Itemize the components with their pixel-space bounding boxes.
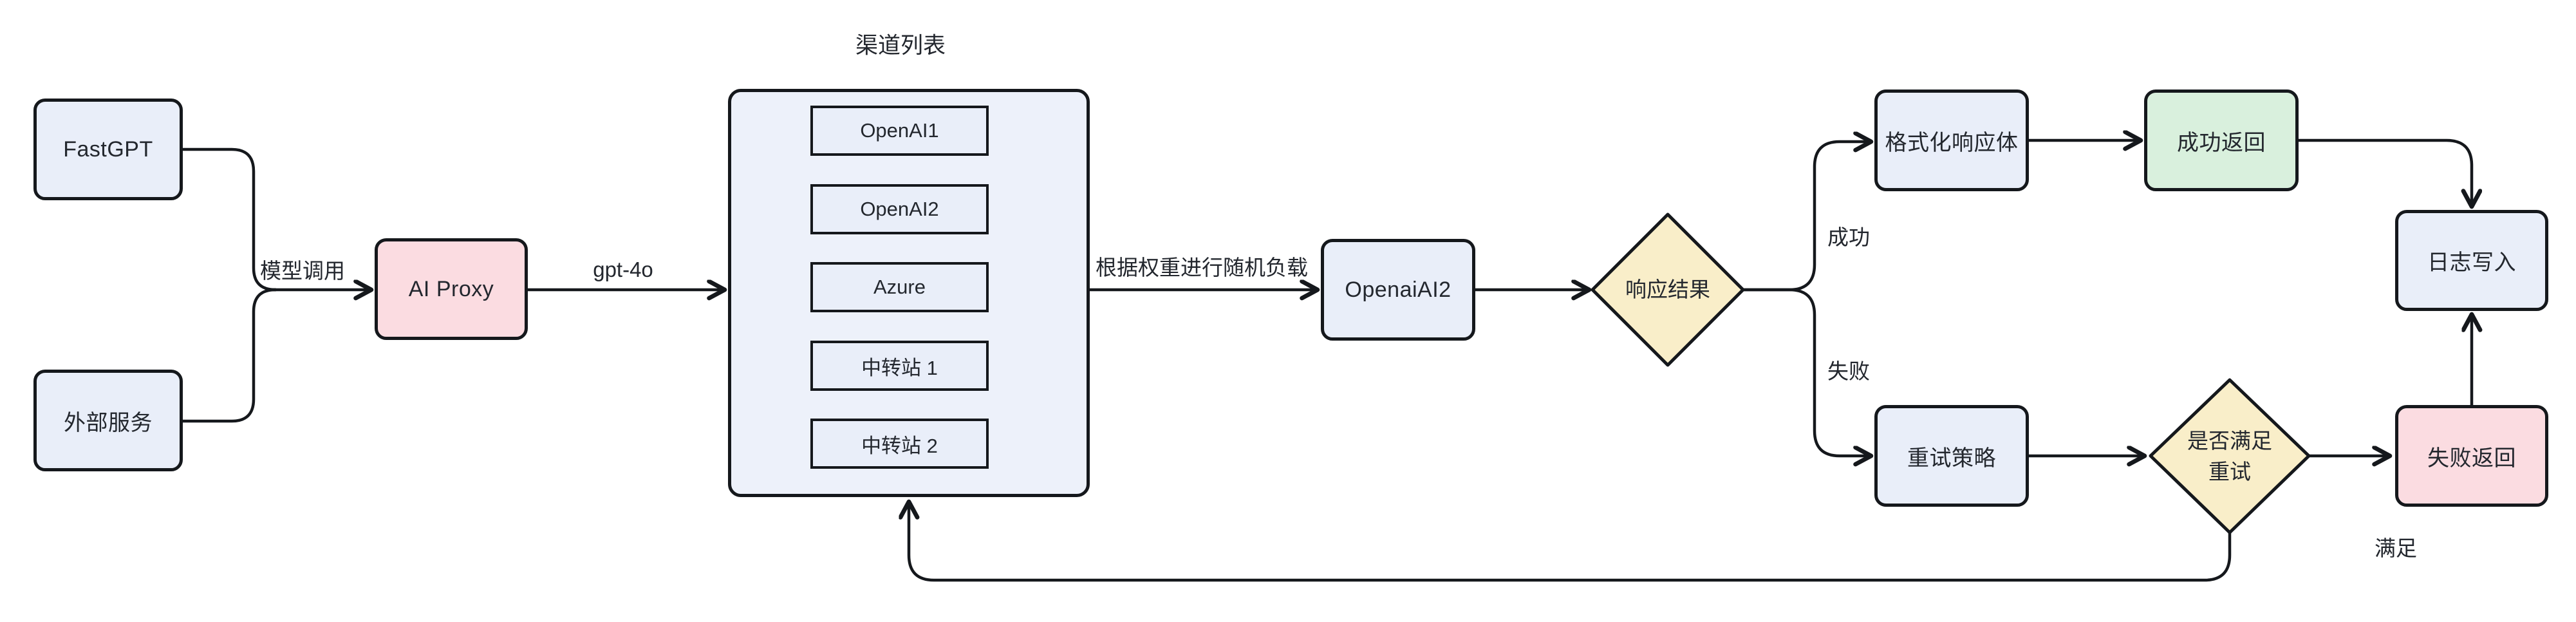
edge-label-fail: 失败	[1827, 359, 1870, 383]
edge-fastgpt-merge	[181, 147, 277, 292]
edge-result-fail	[1741, 288, 1871, 456]
response-result-diamond	[1591, 212, 1745, 367]
node-format-response: 格式化响应体	[1874, 90, 2029, 191]
retry-check-label-line1: 是否满足	[2187, 428, 2272, 453]
channel-openai1: OpenAI1	[810, 106, 989, 156]
edge-label-model-call: 模型调用	[260, 259, 345, 283]
channel-azure: Azure	[810, 262, 989, 312]
edge-retry-loop-back	[909, 502, 2232, 582]
channel-openai2: OpenAI2	[810, 184, 989, 234]
node-external-service: 外部服务	[33, 370, 183, 471]
edge-label-gpt4o: gpt-4o	[593, 258, 653, 281]
edge-label-success: 成功	[1827, 225, 1870, 249]
retry-check-diamond	[2149, 378, 2311, 534]
response-result-label: 响应结果	[1625, 278, 1710, 302]
node-ai-proxy: AI Proxy	[375, 238, 528, 340]
node-success-return: 成功返回	[2144, 90, 2299, 191]
node-retry-strategy: 重试策略	[1874, 405, 2029, 507]
edge-success-to-log	[2297, 138, 2472, 206]
edge-external-merge	[181, 288, 277, 423]
edge-label-weighted-load: 根据权重进行随机负载	[1096, 256, 1308, 279]
node-openai-ai2: OpenaiAI2	[1321, 239, 1475, 341]
edge-label-satisfied: 满足	[2375, 536, 2417, 560]
retry-check-label: 是否满足 重试	[2151, 380, 2309, 532]
retry-check-label-line2: 重试	[2208, 459, 2251, 484]
channel-relay-2: 中转站 2	[810, 419, 989, 469]
edge-result-success	[1741, 142, 1871, 292]
node-fastgpt: FastGPT	[33, 99, 183, 200]
node-fail-return: 失败返回	[2395, 405, 2548, 507]
channel-relay-1: 中转站 1	[810, 341, 989, 391]
channel-list-title: 渠道列表	[855, 33, 946, 59]
node-log-write: 日志写入	[2395, 210, 2548, 311]
